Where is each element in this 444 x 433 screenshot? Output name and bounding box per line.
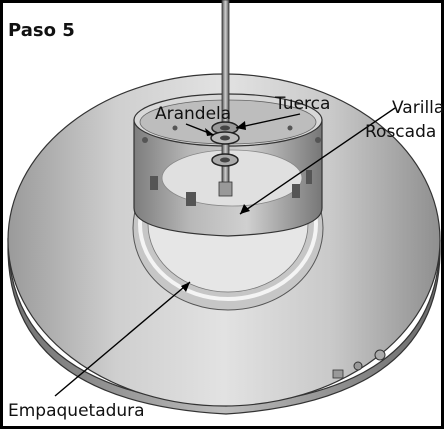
washer-and-nut <box>210 121 240 167</box>
label-empaquetadura: Empaquetadura <box>8 401 145 421</box>
label-roscada: Roscada <box>365 122 437 142</box>
leader-tuerca <box>235 113 301 129</box>
leader-varilla <box>239 107 396 215</box>
step-title: Paso 5 <box>8 20 75 41</box>
label-tuerca: Tuerca <box>275 94 331 114</box>
label-varilla: Varilla <box>392 98 444 118</box>
label-arandela: Arandela <box>155 104 232 124</box>
leader-arrowheads <box>181 121 250 292</box>
leader-empaquetadura <box>54 281 191 397</box>
threaded-rod <box>218 0 233 197</box>
